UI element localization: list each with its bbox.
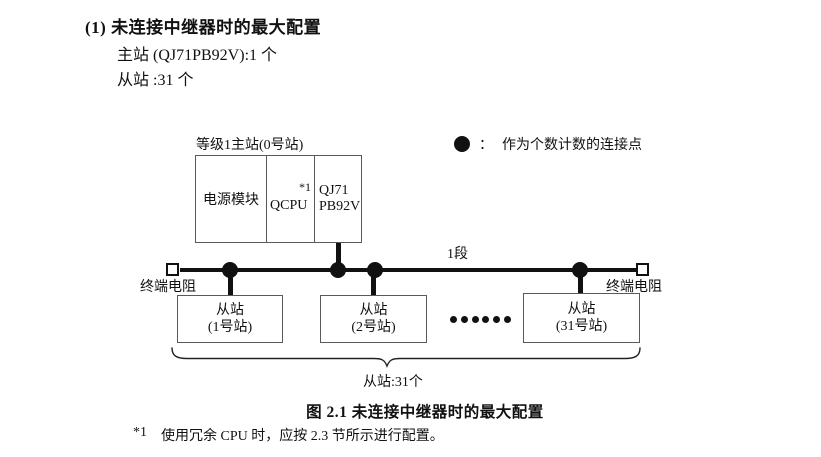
legend-label: 作为个数计数的连接点 <box>502 138 642 153</box>
slave-station-31-box: 从站 (31号站) <box>523 293 640 343</box>
connection-point-dot <box>222 262 238 278</box>
slave2-label-line1: 从站 <box>359 302 388 318</box>
terminal-resistor-right-icon <box>636 263 649 276</box>
module-qcpu-label: QCPU <box>270 198 308 213</box>
module-power-label: 电源模块 <box>203 193 259 208</box>
bus-line <box>180 268 637 272</box>
slave-count-line: 从站 :31 个 <box>117 72 194 89</box>
connection-point-icon <box>454 136 470 152</box>
master-station-box: 电源模块 *1 QCPU QJ71 PB92V <box>195 155 362 243</box>
terminal-resistor-left-icon <box>166 263 179 276</box>
slave31-label-line2: (31号站) <box>555 319 608 334</box>
terminal-resistor-right-label: 终端电阻 <box>606 280 662 295</box>
legend: ： 作为个数计数的连接点 <box>454 134 642 154</box>
slave31-drop-line <box>578 270 583 294</box>
footnote: *1 使用冗余 CPU 时，应按 2.3 节所示进行配置。 <box>133 425 444 445</box>
module-qj71-label-line2: PB92V <box>319 199 361 214</box>
brace <box>171 347 641 368</box>
footnote-reference: *1 <box>299 180 311 194</box>
figure-caption: 图 2.1 未连接中继器时的最大配置 <box>306 404 544 421</box>
terminal-resistor-left-label: 终端电阻 <box>140 280 196 295</box>
ellipsis-dots <box>450 316 511 323</box>
master-count-line: 主站 (QJ71PB92V):1 个 <box>117 47 278 64</box>
slave1-drop-line <box>228 270 233 296</box>
connection-point-dot <box>572 262 588 278</box>
footnote-text: 使用冗余 CPU 时，应按 2.3 节所示进行配置。 <box>161 429 444 444</box>
module-qcpu: *1 QCPU <box>266 156 314 242</box>
segment-label: 1段 <box>447 247 468 262</box>
master-drop-line <box>336 243 341 270</box>
slave-total-label: 从站:31个 <box>363 375 423 390</box>
master-station-label: 等级1主站(0号站) <box>196 138 304 153</box>
module-power-supply: 电源模块 <box>196 156 266 242</box>
slave1-label-line2: (1号站) <box>207 320 253 335</box>
slave2-drop-line <box>371 270 376 296</box>
module-qj71-label-line1: QJ71 <box>319 182 349 198</box>
connection-point-dot <box>367 262 383 278</box>
slave-station-2-box: 从站 (2号站) <box>320 295 427 343</box>
module-qj71pb92v: QJ71 PB92V <box>314 156 361 242</box>
slave1-label-line1: 从站 <box>216 302 244 318</box>
connection-point-dot <box>330 262 346 278</box>
legend-separator: ： <box>479 138 493 153</box>
slave2-label-line2: (2号站) <box>351 320 396 335</box>
slave31-label-line1: 从站 <box>567 301 596 317</box>
footnote-marker: *1 <box>133 425 147 440</box>
section-heading: (1) 未连接中继器时的最大配置 <box>85 18 322 37</box>
slave-station-1-box: 从站 (1号站) <box>177 295 283 343</box>
